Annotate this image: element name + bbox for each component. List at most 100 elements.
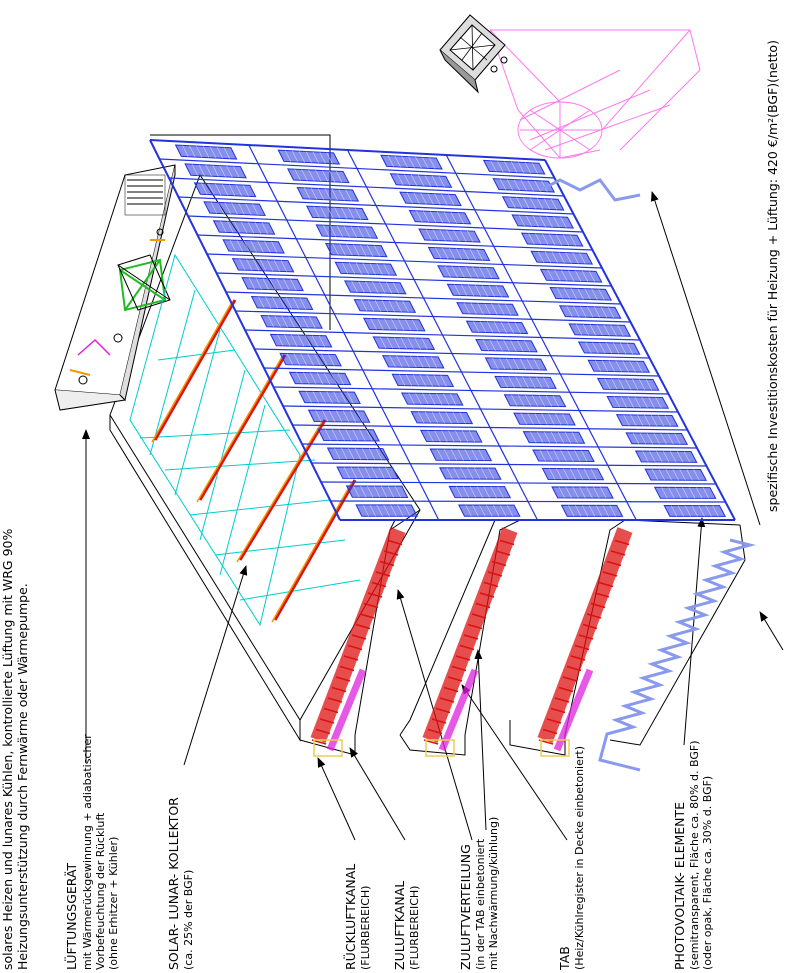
pv-cell-line bbox=[512, 358, 520, 370]
tab-pipe-loop bbox=[327, 697, 343, 703]
pv-cell-line bbox=[362, 263, 369, 275]
pv-cell-line bbox=[702, 487, 710, 499]
pv-cell-line bbox=[322, 224, 330, 237]
pv-cell-line bbox=[658, 469, 665, 481]
pv-cell-line bbox=[350, 226, 357, 238]
pv-cell-line bbox=[565, 252, 572, 264]
tab-pipe-loop bbox=[335, 676, 351, 682]
pv-cell-line bbox=[490, 486, 497, 498]
pv-cell-line bbox=[481, 285, 489, 297]
pv-cell-line bbox=[514, 322, 521, 334]
pv-cell-line bbox=[429, 157, 436, 169]
pv-cell-line bbox=[252, 203, 259, 216]
pv-cell-line bbox=[627, 396, 634, 408]
pv-cell-line bbox=[580, 306, 587, 318]
pv-cell-line bbox=[310, 372, 317, 385]
pv-cell-line bbox=[534, 413, 541, 425]
pv-cell-line bbox=[623, 414, 630, 426]
pv-cell-line bbox=[575, 323, 583, 336]
pv-cell-line bbox=[223, 147, 230, 159]
pv-cell-line bbox=[410, 356, 417, 368]
pv-cell-line bbox=[498, 303, 505, 316]
pv-cell-line bbox=[625, 378, 632, 390]
pv-cell-line bbox=[272, 296, 279, 309]
tab-pipe-loop bbox=[467, 623, 483, 630]
pv-cell-line bbox=[265, 296, 272, 309]
pv-cell-line bbox=[367, 299, 375, 312]
tab-pipe-loop bbox=[491, 560, 507, 567]
pv-cell-line bbox=[606, 342, 613, 354]
pv-cell-line bbox=[676, 451, 684, 463]
pv-cell-line bbox=[312, 391, 319, 403]
pv-cell-line bbox=[328, 354, 335, 366]
pv-cell-line bbox=[444, 265, 451, 278]
tab-pipe-loop bbox=[387, 539, 403, 546]
pv-cell-line bbox=[386, 337, 394, 349]
pv-cell-line bbox=[321, 354, 328, 366]
pv-cell-line bbox=[311, 335, 319, 347]
pv-cell-line bbox=[309, 316, 316, 329]
pv-cell-line bbox=[314, 353, 321, 366]
pv-cell-line bbox=[319, 152, 326, 164]
pv-cell-line bbox=[384, 318, 391, 331]
pv-cell-line bbox=[360, 299, 368, 312]
pv-cell-line bbox=[228, 184, 236, 196]
pv-cell-line bbox=[202, 146, 210, 158]
pv-cell-line bbox=[388, 300, 395, 312]
pv-cell-line bbox=[408, 392, 415, 405]
pv-cell-line bbox=[587, 306, 594, 318]
pv-cell-line bbox=[436, 393, 443, 405]
pv-cell-line bbox=[453, 467, 460, 480]
pv-cell-line bbox=[515, 376, 522, 388]
pv-cell-line bbox=[520, 413, 527, 425]
pv-cell-line bbox=[291, 150, 299, 163]
pv-cell-line bbox=[651, 469, 659, 481]
pv-cell-line bbox=[379, 336, 387, 349]
pv-cell-line bbox=[277, 334, 284, 347]
pv-cell-line bbox=[416, 210, 423, 223]
pv-cell-line bbox=[343, 225, 350, 238]
pv-cell-line bbox=[695, 487, 703, 499]
pv-cell-line bbox=[357, 226, 364, 238]
pv-cell-line bbox=[667, 433, 674, 445]
label-zuluftverteilung-title: ZULUFTVERTEILUNG bbox=[458, 844, 473, 970]
pv-cell-line bbox=[302, 316, 309, 329]
pv-cell-line bbox=[236, 240, 243, 252]
pv-cell-line bbox=[372, 281, 379, 294]
pv-cell-line bbox=[449, 393, 457, 406]
arrow-rueckluft bbox=[317, 757, 356, 841]
pv-cell-line bbox=[443, 393, 450, 405]
pv-cell-line bbox=[297, 334, 305, 347]
pv-cell-line bbox=[497, 160, 504, 173]
pv-cell-line bbox=[305, 151, 312, 163]
pv-cell-line bbox=[293, 353, 300, 366]
pv-cell-line bbox=[657, 415, 665, 427]
header-line-1: solares Heizen und lunares Kühlen, kontr… bbox=[0, 529, 15, 970]
label-rueckluft-line-1: (FLURBEREICH) bbox=[359, 886, 372, 970]
tab-pipe-loop bbox=[610, 550, 626, 556]
pv-cell-line bbox=[391, 318, 398, 331]
arrow-zuluftverteilung-2 bbox=[474, 649, 487, 831]
pv-cell-line bbox=[503, 340, 510, 352]
pv-cell-line bbox=[554, 269, 561, 281]
pv-cell-line bbox=[516, 197, 523, 209]
pv-cell-line bbox=[229, 239, 236, 252]
pv-cell-line bbox=[357, 466, 364, 479]
pv-cell-line bbox=[586, 486, 593, 499]
pv-cell-line bbox=[424, 175, 432, 187]
pv-cell-line bbox=[351, 280, 358, 293]
pv-cell-line bbox=[408, 156, 415, 168]
pv-cell-line bbox=[196, 145, 203, 158]
pv-cell-line bbox=[324, 188, 331, 201]
pv-cell-line bbox=[500, 505, 507, 517]
pv-cell-line bbox=[486, 321, 494, 333]
tab-pipe-loop bbox=[542, 728, 558, 735]
pv-cell-line bbox=[201, 183, 208, 195]
pv-cell-line bbox=[381, 300, 388, 312]
solar-lunar-kollektor bbox=[129, 253, 361, 627]
tab-floor bbox=[537, 527, 633, 757]
arrow-pv bbox=[683, 517, 706, 746]
pv-cell-line bbox=[412, 374, 420, 387]
pv-cell-line bbox=[352, 429, 359, 441]
pv-cell-line bbox=[570, 288, 577, 300]
